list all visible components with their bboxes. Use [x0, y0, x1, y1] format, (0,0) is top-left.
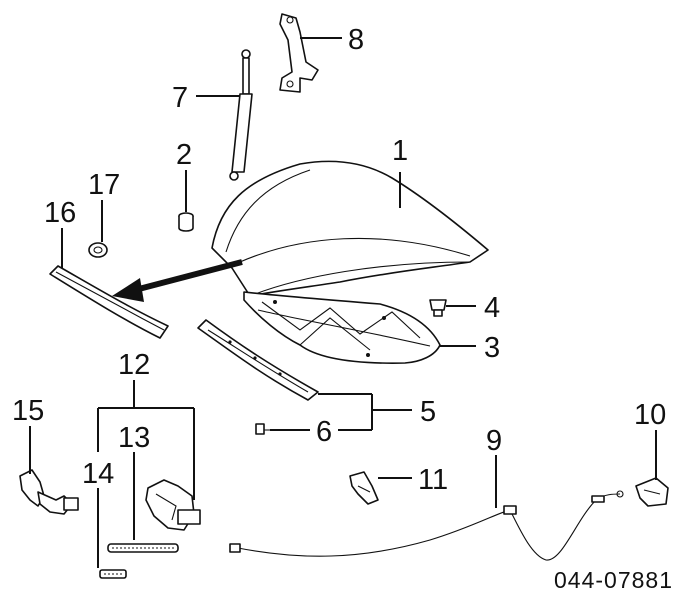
- hood-hinge-part: [279, 13, 319, 93]
- callout-16: 16: [44, 197, 76, 229]
- release-lever-part: [99, 569, 127, 579]
- callout-12: 12: [118, 349, 150, 381]
- hood-inner-panel-part: [243, 291, 441, 364]
- hood-seal-part: [49, 265, 169, 339]
- callout-6: 6: [316, 416, 332, 448]
- hood-strut-part: [229, 49, 253, 181]
- cable-clip-part: [349, 471, 379, 505]
- reference-number: 044-07881: [554, 567, 673, 593]
- callout-11: 11: [418, 464, 448, 496]
- hood-part: [211, 160, 489, 297]
- hood-latch-part: [145, 479, 201, 531]
- callout-4: 4: [484, 292, 500, 324]
- callout-9: 9: [486, 425, 502, 457]
- lock-part: [19, 469, 79, 515]
- cushion-part: [178, 212, 194, 232]
- callout-10: 10: [634, 399, 666, 431]
- release-handle-part: [635, 477, 669, 507]
- callout-2: 2: [176, 139, 192, 171]
- release-spring-part: [107, 543, 179, 553]
- grommet-part: [88, 242, 108, 258]
- bolt-part: [255, 423, 270, 435]
- callout-7: 7: [172, 82, 188, 114]
- callout-13: 13: [118, 422, 150, 454]
- callout-17: 17: [88, 169, 120, 201]
- callout-8: 8: [348, 24, 364, 56]
- callout-14: 14: [82, 458, 114, 490]
- release-cable-part: [229, 490, 624, 561]
- direction-arrow: [112, 259, 243, 302]
- front-seal-part: [197, 319, 319, 401]
- clip-part: [429, 299, 447, 317]
- callout-1: 1: [392, 135, 408, 167]
- callout-15: 15: [12, 395, 44, 427]
- callout-5: 5: [420, 396, 436, 428]
- callout-3: 3: [484, 332, 500, 364]
